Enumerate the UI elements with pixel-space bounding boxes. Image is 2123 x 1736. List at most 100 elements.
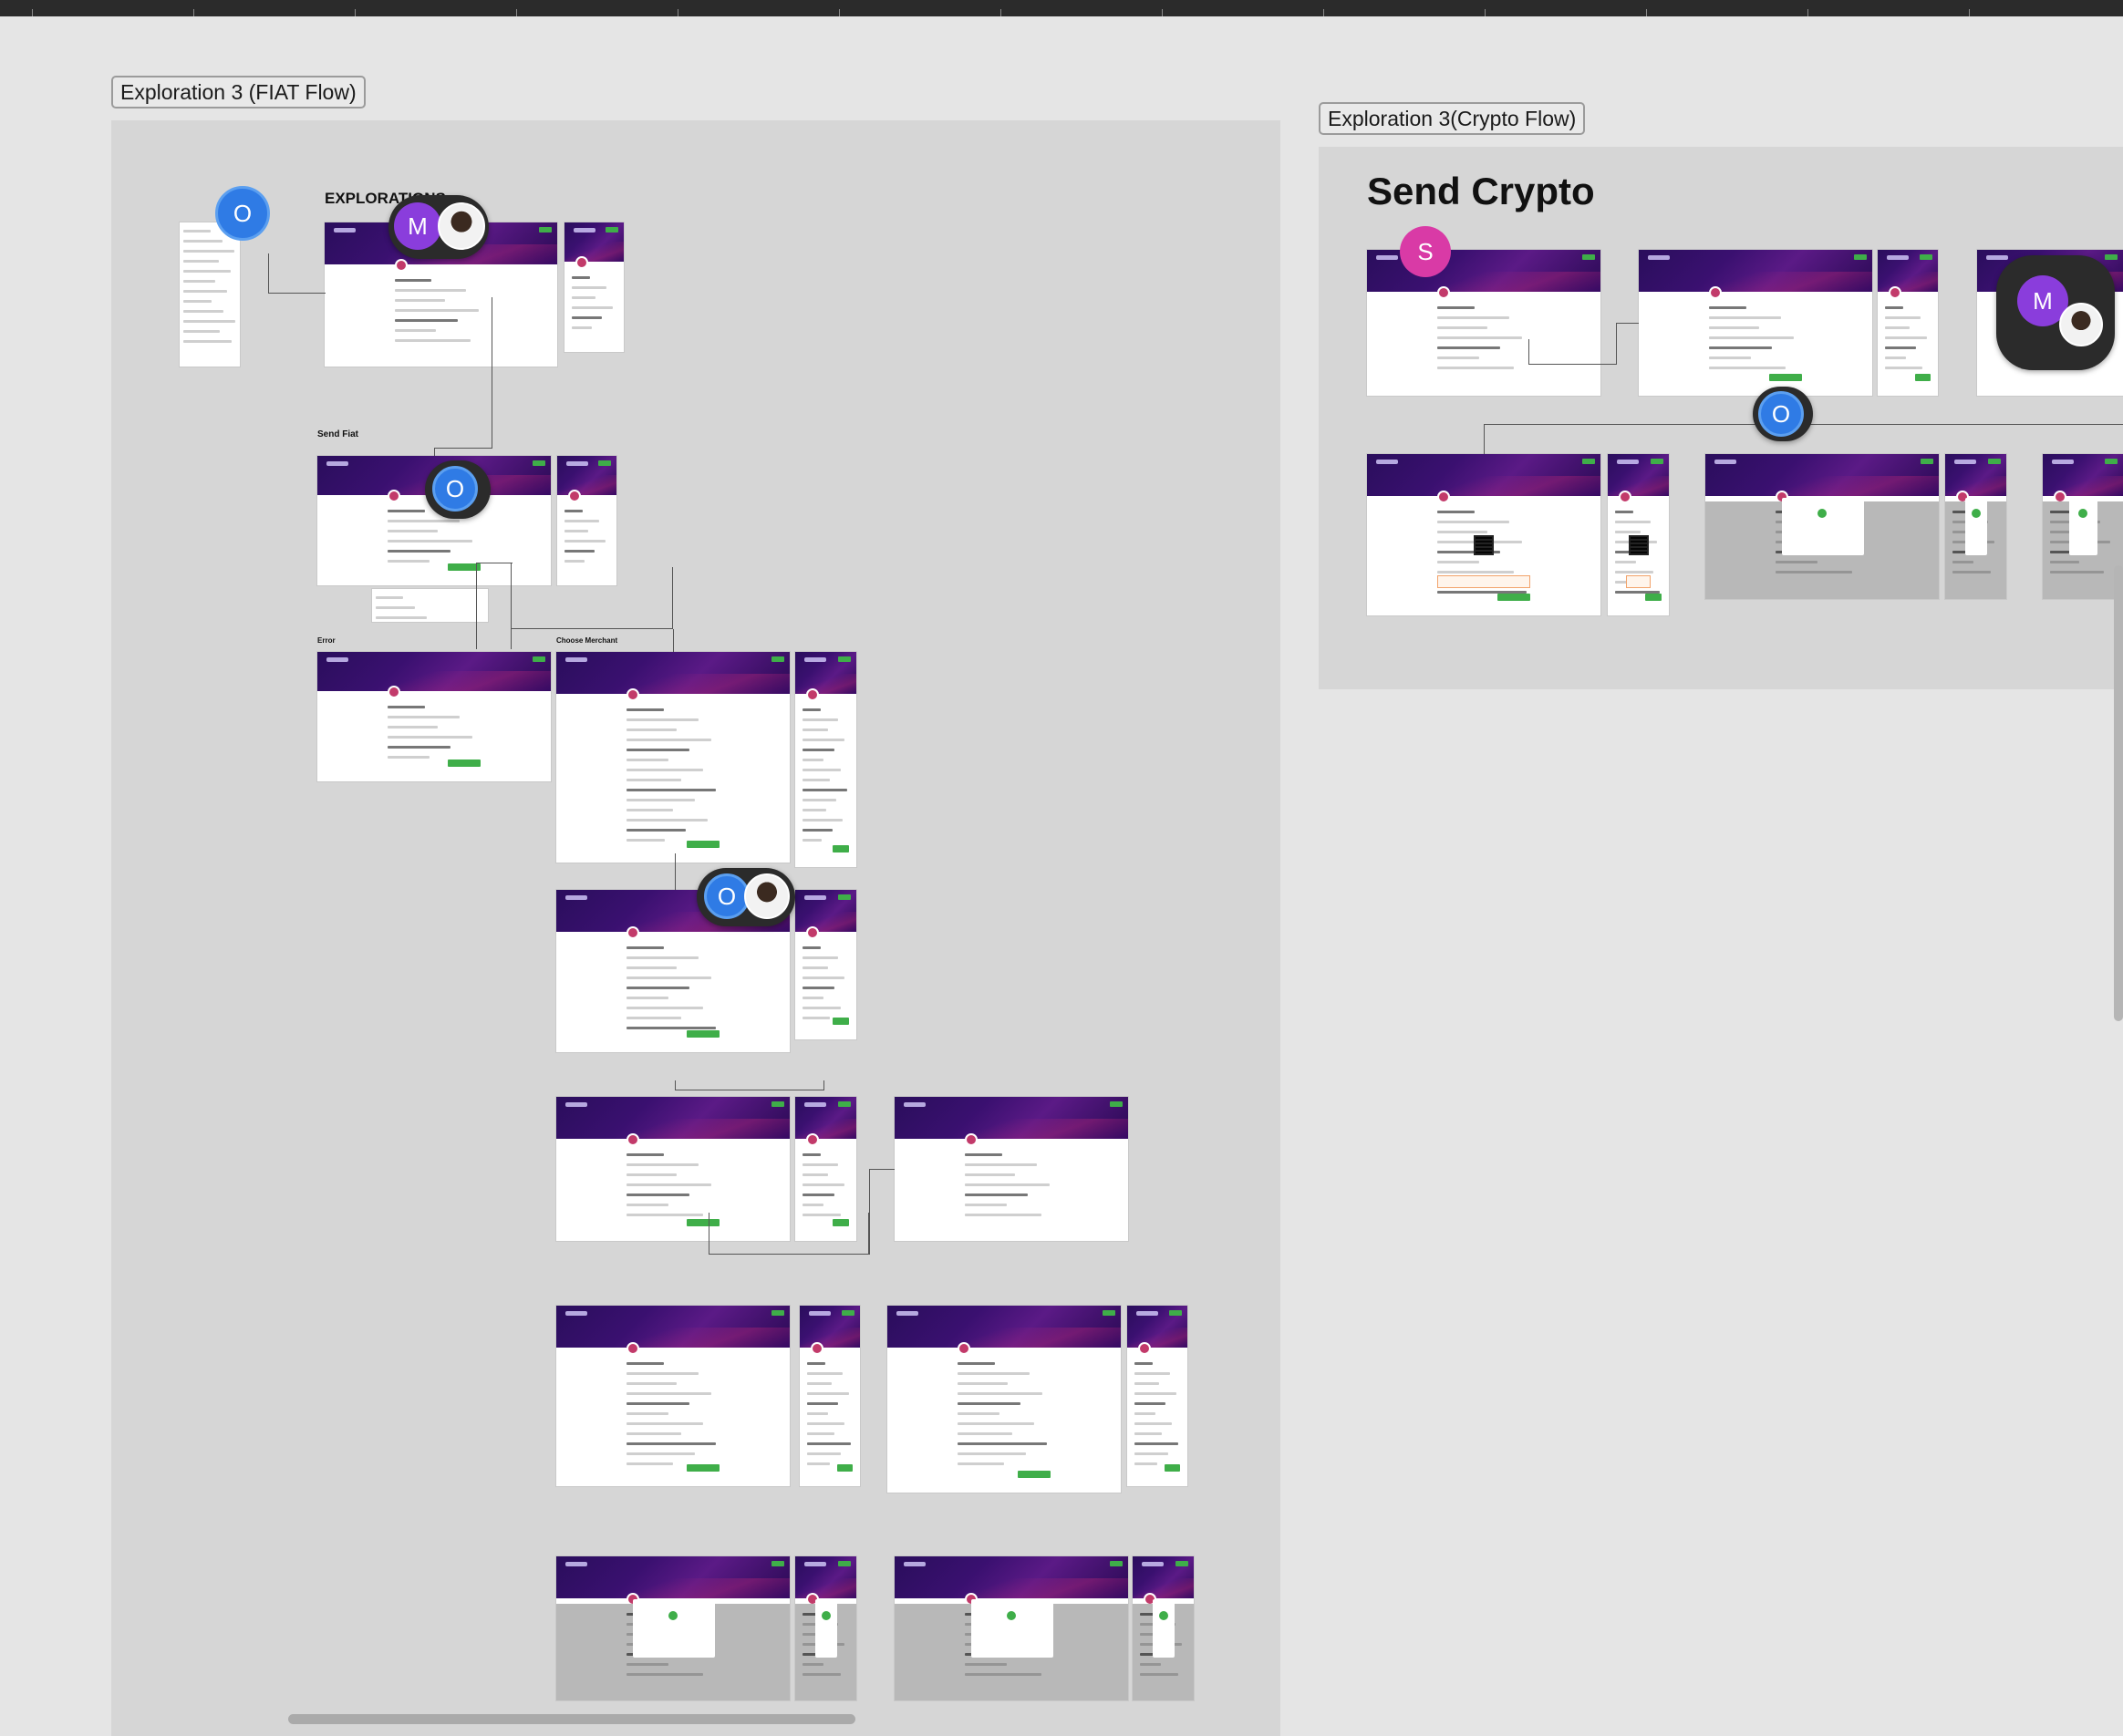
screen-frame[interactable] xyxy=(556,1097,790,1241)
check-circle-icon xyxy=(1158,1611,1168,1621)
text-line xyxy=(183,300,212,303)
screen-frame[interactable] xyxy=(795,1097,856,1241)
text-line xyxy=(626,1007,703,1009)
text-line xyxy=(626,739,711,741)
avatar xyxy=(575,255,588,269)
text-line xyxy=(964,1214,1041,1216)
logo-icon xyxy=(1714,460,1736,464)
collaborator-cursor-o: O xyxy=(432,466,478,512)
horizontal-scrollbar[interactable] xyxy=(288,1714,855,1724)
screen-frame[interactable] xyxy=(795,652,856,867)
text-line xyxy=(626,997,668,999)
text-line xyxy=(394,339,471,342)
text-line xyxy=(803,718,839,721)
screen-frame[interactable] xyxy=(1608,454,1669,615)
text-line xyxy=(1436,316,1509,319)
text-line xyxy=(183,330,220,333)
screen-frame[interactable] xyxy=(1127,1306,1187,1486)
avatar xyxy=(626,1133,639,1146)
text-line xyxy=(1708,356,1751,359)
avatar xyxy=(957,1342,970,1355)
logo-icon xyxy=(804,1562,826,1566)
screen-frame[interactable] xyxy=(1367,454,1600,615)
collaborator-cursor-m: M xyxy=(394,202,441,250)
text-line xyxy=(626,809,673,811)
screen-frame[interactable] xyxy=(1878,250,1938,396)
text-line xyxy=(376,606,415,609)
ruler-tick xyxy=(32,9,33,16)
screen-frame[interactable] xyxy=(800,1306,860,1486)
text-line xyxy=(807,1372,843,1375)
logo-icon xyxy=(804,1102,826,1107)
screen-frame[interactable] xyxy=(1133,1556,1194,1700)
vertical-scrollbar[interactable] xyxy=(2114,565,2123,1021)
screen-frame[interactable] xyxy=(564,222,624,352)
text-line xyxy=(1436,511,1475,513)
text-line xyxy=(803,1673,841,1676)
logo-icon xyxy=(1142,1562,1164,1566)
text-line xyxy=(1436,591,1528,594)
text-line xyxy=(1134,1462,1157,1465)
text-line xyxy=(957,1452,1026,1455)
frame-label-fiat-flow[interactable]: Exploration 3 (FIAT Flow) xyxy=(111,76,366,108)
text-line xyxy=(183,230,211,232)
screen-frame[interactable] xyxy=(556,652,790,863)
text-line xyxy=(376,616,427,619)
screen-frame[interactable] xyxy=(887,1306,1121,1493)
avatar xyxy=(1436,491,1450,503)
screen-frame[interactable] xyxy=(895,1097,1128,1241)
text-line xyxy=(1140,1663,1161,1666)
screen-frame[interactable] xyxy=(317,652,551,781)
header-button xyxy=(1103,1310,1115,1316)
screen-frame[interactable] xyxy=(1705,454,1939,599)
text-line xyxy=(1134,1382,1159,1385)
text-line xyxy=(803,829,833,832)
screen-frame[interactable] xyxy=(180,222,240,367)
text-line xyxy=(803,997,823,999)
screen-frame[interactable] xyxy=(895,1556,1128,1700)
text-line xyxy=(803,966,828,969)
avatar xyxy=(1708,286,1722,299)
text-line xyxy=(387,735,472,739)
primary-button xyxy=(687,841,720,848)
title-error: Error xyxy=(317,636,336,645)
text-line xyxy=(803,739,845,741)
text-line xyxy=(626,759,668,761)
text-line xyxy=(1885,306,1903,309)
check-circle-icon xyxy=(821,1611,831,1621)
text-line xyxy=(626,1017,682,1019)
text-line xyxy=(387,705,425,708)
screen-frame[interactable] xyxy=(556,1306,790,1486)
text-line xyxy=(626,1392,711,1395)
screen-frame[interactable] xyxy=(557,456,616,585)
avatar xyxy=(964,1133,978,1146)
frame-label-crypto-flow[interactable]: Exploration 3(Crypto Flow) xyxy=(1319,102,1586,135)
modal-dialog xyxy=(1782,497,1865,556)
connector-line xyxy=(1616,323,1639,365)
logo-icon xyxy=(1376,255,1398,260)
logo-icon xyxy=(2052,460,2074,464)
screen-frame[interactable] xyxy=(1367,250,1600,396)
text-line xyxy=(803,1204,823,1206)
primary-button xyxy=(687,1219,720,1226)
primary-button xyxy=(1018,1471,1051,1478)
header-button xyxy=(2105,459,2118,464)
screen-frame[interactable] xyxy=(795,890,856,1039)
logo-icon xyxy=(326,461,348,466)
text-line xyxy=(626,1153,664,1156)
text-line xyxy=(964,1663,1007,1666)
check-circle-icon xyxy=(668,1611,678,1621)
screen-frame[interactable] xyxy=(2043,454,2123,599)
text-line xyxy=(183,240,223,243)
text-line xyxy=(387,755,430,759)
text-line xyxy=(387,509,425,512)
screen-frame[interactable] xyxy=(1945,454,2006,599)
screen-frame[interactable] xyxy=(795,1556,856,1700)
screen-frame[interactable] xyxy=(1639,250,1872,396)
screen-frame[interactable] xyxy=(372,589,488,622)
logo-icon xyxy=(809,1311,831,1316)
ruler-tick xyxy=(516,9,517,16)
screen-frame[interactable] xyxy=(325,222,557,367)
screen-frame[interactable] xyxy=(556,1556,790,1700)
header-button xyxy=(533,656,545,662)
